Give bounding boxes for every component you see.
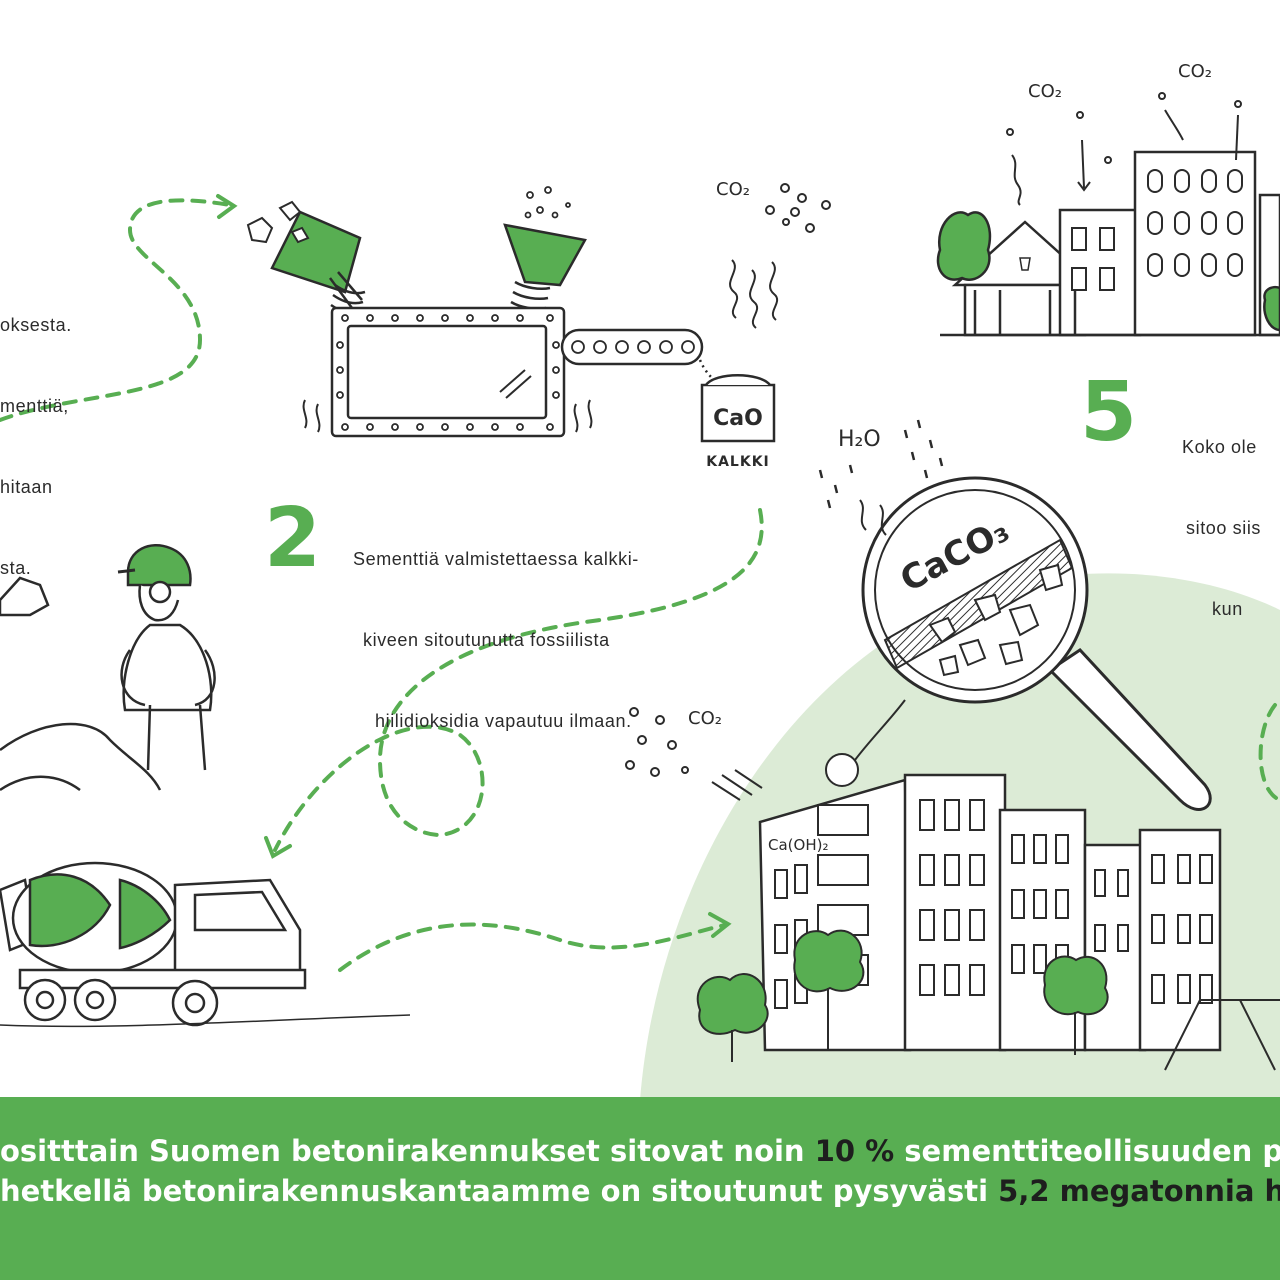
kiln-window bbox=[346, 324, 548, 420]
co2-city-absorption: CO₂ CO₂ bbox=[1006, 61, 1242, 206]
conveyor-rollers bbox=[571, 340, 695, 354]
step-5-description: Koko ole sitoo siis kun bbox=[1182, 380, 1261, 650]
caoh2-label: Ca(OH)₂ bbox=[768, 836, 828, 854]
hopper-left bbox=[270, 210, 362, 294]
h2o-moisture: H₂O bbox=[818, 419, 944, 536]
rocks-left bbox=[246, 200, 310, 244]
magnifying-glass: CaCO₃ bbox=[825, 476, 1212, 811]
step-2-line: kiveen sitoutunutta fossiilista bbox=[363, 630, 610, 650]
flow-arrow-right bbox=[1258, 703, 1280, 802]
co2-label-kiln: CO₂ bbox=[716, 179, 750, 200]
truck-chassis bbox=[18, 968, 307, 990]
step-2-description: Sementtiä valmistettaessa kalkki- kiveen… bbox=[353, 492, 639, 762]
co2-label-building: CO₂ bbox=[688, 708, 722, 729]
arrowheads bbox=[216, 194, 732, 938]
cao-label: CaO bbox=[713, 406, 763, 431]
city-windows bbox=[1071, 169, 1243, 291]
step-1-line: oksesta. bbox=[0, 315, 72, 335]
kalkki-label: KALKKI bbox=[706, 454, 770, 470]
co2-label-city-1: CO₂ bbox=[1028, 81, 1062, 102]
hard-hat bbox=[126, 544, 192, 587]
kiln-rivets bbox=[336, 314, 560, 431]
step-2-line: hiilidioksidia vapautuu ilmaan. bbox=[375, 711, 632, 731]
banner-line-2-text: hetkellä betonirakennuskantaamme on sito… bbox=[0, 1174, 999, 1208]
banner-line-1-text-end: sementtiteollisuuden p bbox=[894, 1134, 1280, 1168]
flow-arrow-2-down bbox=[273, 508, 764, 852]
worker-torso bbox=[122, 623, 213, 712]
city-buildings bbox=[936, 150, 1280, 337]
flow-arrow-1-to-2 bbox=[0, 198, 232, 422]
banner-line-2: hetkellä betonirakennuskantaamme on sito… bbox=[0, 1173, 1280, 1209]
step-5-line: kun bbox=[1212, 599, 1243, 619]
co2-kiln-emission: CO₂ bbox=[716, 179, 831, 329]
step-1-line: hitaan bbox=[0, 477, 53, 497]
rock-pile bbox=[0, 576, 50, 617]
cement-truck bbox=[0, 861, 411, 1028]
summary-banner: ositttain Suomen betonirakennukset sitov… bbox=[0, 1097, 1280, 1280]
h2o-label: H₂O bbox=[838, 427, 881, 452]
co2-label-city-2: CO₂ bbox=[1178, 61, 1212, 82]
quarry-worker bbox=[0, 544, 216, 792]
conveyor-belt bbox=[560, 328, 704, 366]
step-5-number: 5 bbox=[1080, 365, 1138, 460]
banner-line-1-text: ositttain Suomen betonirakennukset sitov… bbox=[0, 1134, 815, 1168]
cao-bucket: CaO KALKKI bbox=[698, 359, 776, 470]
banner-line-1: ositttain Suomen betonirakennukset sitov… bbox=[0, 1133, 1280, 1169]
trees bbox=[696, 929, 1280, 1071]
banner-line-1-highlight: 10 % bbox=[814, 1134, 895, 1168]
step-1-line: menttiä, bbox=[0, 396, 69, 416]
banner-line-2-highlight: 5,2 megatonnia h bbox=[998, 1174, 1280, 1208]
flow-arrow-truck-to-building bbox=[338, 922, 727, 972]
carbon-cycle-illustration: CaO KALKKI CO₂ CO₂ bbox=[0, 61, 1280, 1100]
step-1-description: oksesta. menttiä, hitaan sta. bbox=[0, 258, 72, 609]
caco3-grains bbox=[928, 563, 1064, 677]
step-5-line: sitoo siis bbox=[1186, 518, 1262, 538]
step-1-line: sta. bbox=[0, 558, 32, 578]
cement-kiln-machine bbox=[246, 186, 704, 438]
step-2-line: Sementtiä valmistettaessa kalkki- bbox=[353, 549, 639, 569]
magnifier-handle bbox=[1047, 648, 1212, 811]
powder-dots-right bbox=[524, 186, 571, 219]
step-2-number: 2 bbox=[264, 491, 322, 586]
residential-buildings: Ca(OH)₂ bbox=[758, 773, 1222, 1052]
hopper-right bbox=[503, 223, 587, 287]
building-windows bbox=[774, 799, 1213, 1009]
flow-arrows bbox=[0, 198, 1280, 972]
co2-building-absorption: CO₂ bbox=[625, 707, 763, 801]
step-5-line: Koko ole bbox=[1182, 437, 1257, 457]
